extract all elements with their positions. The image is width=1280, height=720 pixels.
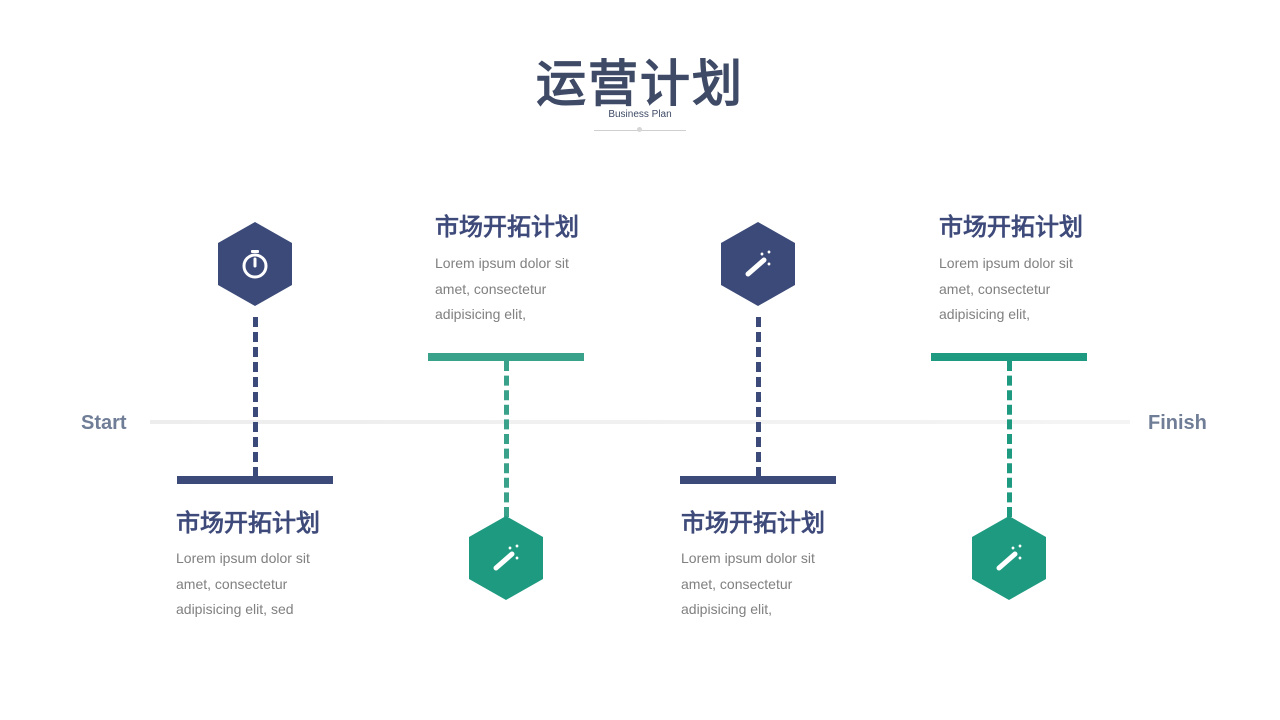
magic-wand-icon [745,250,771,277]
milestone-1-hex [218,222,292,306]
milestone-3-text: Lorem ipsum dolor sit amet, consectetur … [681,550,815,617]
milestone-1-title: 市场开拓计划 [176,509,320,537]
milestone-1-text: Lorem ipsum dolor sit amet, consectetur … [176,550,310,617]
milestone-3-connector [756,317,761,477]
timeline-start-label: Start [81,412,127,434]
milestone-4-hex [972,516,1046,600]
page-title: 运营计划 [536,56,744,112]
timeline-line [150,420,1130,424]
milestone-4-bar [931,353,1087,361]
milestone-3-hex [721,222,795,306]
milestone-2-connector [504,361,509,517]
milestone-1-connector [253,317,258,477]
timeline-finish-label: Finish [1148,412,1207,434]
magic-wand-icon [493,544,519,571]
stopwatch-icon [242,250,268,279]
milestone-4-text: Lorem ipsum dolor sit amet, consectetur … [939,255,1073,322]
milestone-3-title: 市场开拓计划 [681,509,825,537]
milestone-4-title: 市场开拓计划 [939,213,1083,241]
milestone-2-text: Lorem ipsum dolor sit amet, consectetur … [435,255,569,322]
magic-wand-icon [996,544,1022,571]
milestone-2-bar [428,353,584,361]
milestone-2-hex [469,516,543,600]
milestone-4-connector [1007,361,1012,517]
page-subtitle: Business Plan [608,109,672,120]
milestone-1-bar [177,476,333,484]
milestone-2-title: 市场开拓计划 [435,213,579,241]
subtitle-divider-dot [637,127,642,132]
milestone-3-bar [680,476,836,484]
